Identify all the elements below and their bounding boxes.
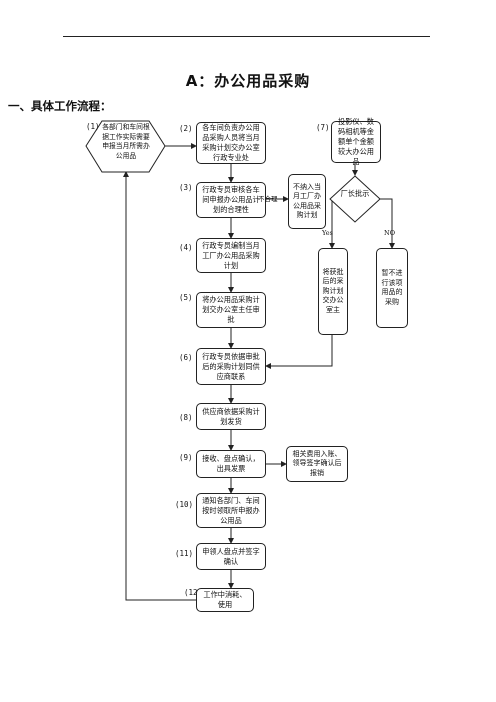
step-11-box: 申领人盘点并签字确认 [196, 543, 266, 570]
section-heading: 一、具体工作流程： [8, 99, 112, 113]
edge-decision-no [380, 198, 395, 249]
step-8-number: (8) [179, 413, 193, 422]
step-9-number: (9) [179, 453, 193, 462]
step-10-box: 通知各部门、车间按时领取所申报办公用品 [196, 493, 266, 528]
step-9-box: 接收、盘点确认，出具发票 [196, 450, 266, 478]
step-11-number: (11) [175, 549, 194, 558]
step-5-box: 将办公用品采购计划交办公室主任审批 [196, 292, 266, 328]
page-title: A：办公用品采购 [185, 72, 311, 90]
approved-box: 将获批后的采购计划交办公室主 [318, 248, 348, 335]
step-1-number: (1) [86, 122, 100, 131]
decision-yes-label: Yes [322, 229, 333, 237]
step-2-number: (2) [179, 124, 193, 133]
step-4-number: (4) [179, 243, 193, 252]
step-10-number: (10) [175, 500, 194, 509]
step-3-number: (3) [179, 183, 193, 192]
step-6-box: 行政专员依据审批后的采购计划同供应商联系 [196, 348, 266, 385]
step-5-number: (5) [179, 293, 193, 302]
payment-box: 相关费用入账、领导签字确认后报销 [286, 446, 348, 482]
decision-no-label: NO [384, 229, 396, 237]
step-4-box: 行政专员编制当月工厂办公用品采购计划 [196, 238, 266, 273]
step-6-number: (6) [179, 353, 193, 362]
edge-approved-6 [265, 335, 333, 369]
step-1-shape [85, 120, 166, 173]
step-12-box: 工作中消耗、使用 [196, 588, 254, 612]
step-7-box: 投影仪、数码相机等金额单个金额较大办公用品 [331, 117, 381, 166]
unreasonable-box: 不纳入当月工厂办公用品采购计划 [288, 174, 326, 229]
header-rule [63, 36, 430, 37]
decision-text: 厂长批示 [340, 189, 370, 198]
edge-label-unreasonable: 不合理 [258, 195, 278, 203]
step-1-text: 各部门和车间根据工作实际需要申报当月所需办公用品 [102, 123, 150, 160]
decision-shape [329, 175, 381, 223]
step-8-box: 供应商依据采购计划发货 [196, 403, 266, 430]
step-2-box: 各车间负责办公用品采购人员将当月采购计划交办公室行政专业处 [196, 122, 266, 164]
step-3-box: 行政专员审核各车间申报办公用品计划的合理性 [196, 182, 266, 218]
edge-12-1-loop [123, 171, 196, 601]
step-12-number: (12) [184, 588, 203, 597]
step-7-number: (7) [316, 123, 330, 132]
rejected-box: 暂不进行该项用品的采购 [376, 248, 408, 328]
